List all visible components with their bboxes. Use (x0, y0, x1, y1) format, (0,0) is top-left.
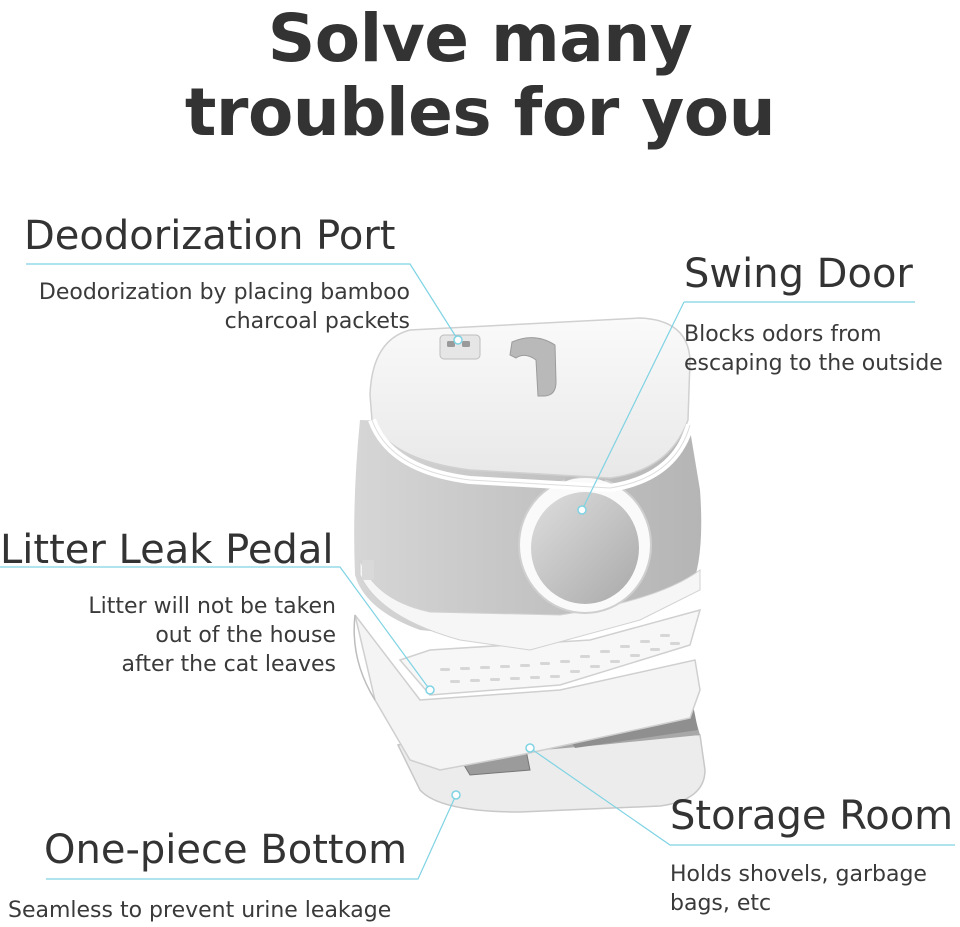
litter-pedal-desc-line-1: Litter will not be taken (88, 594, 336, 619)
swing-door-desc-line-2: escaping to the outside (684, 351, 943, 376)
one-piece-bottom-desc: Seamless to prevent urine leakage (8, 896, 391, 925)
swing-door-desc: Blocks odors from escaping to the outsid… (684, 320, 943, 378)
deodorization-desc-line-2: charcoal packets (224, 309, 410, 334)
storage-drawer (353, 614, 701, 771)
litter-pedal-desc-line-2: out of the house (155, 623, 336, 648)
deodorization-port-title: Deodorization Port (24, 213, 396, 259)
storage-room-desc: Holds shovels, garbage bags, etc (670, 860, 927, 918)
swing-door (518, 473, 652, 614)
leader-lines (0, 263, 955, 880)
leader-dots (425, 335, 587, 800)
storage-desc-line-1: Holds shovels, garbage (670, 862, 927, 887)
headline: Solve many troubles for you (0, 2, 960, 150)
lid (368, 317, 694, 493)
storage-room-title: Storage Room (670, 793, 954, 839)
deodorization-desc-line-1: Deodorization by placing bamboo (38, 280, 410, 305)
swing-door-desc-line-1: Blocks odors from (684, 322, 882, 347)
deodorization-port-desc: Deodorization by placing bamboo charcoal… (39, 278, 410, 336)
litter-leak-pedal-desc: Litter will not be taken out of the hous… (88, 592, 336, 679)
storage-desc-line-2: bags, etc (670, 891, 772, 916)
swing-door-title: Swing Door (684, 251, 913, 297)
one-piece-bottom-title: One-piece Bottom (44, 827, 408, 873)
bottom-desc-line-1: Seamless to prevent urine leakage (8, 898, 392, 923)
headline-line-2: troubles for you (184, 74, 776, 151)
litter-pedal-desc-line-3: after the cat leaves (121, 652, 336, 677)
litter-leak-pedal-title: Litter Leak Pedal (0, 527, 334, 573)
headline-line-1: Solve many (267, 0, 693, 77)
litter-pedal (398, 608, 702, 696)
